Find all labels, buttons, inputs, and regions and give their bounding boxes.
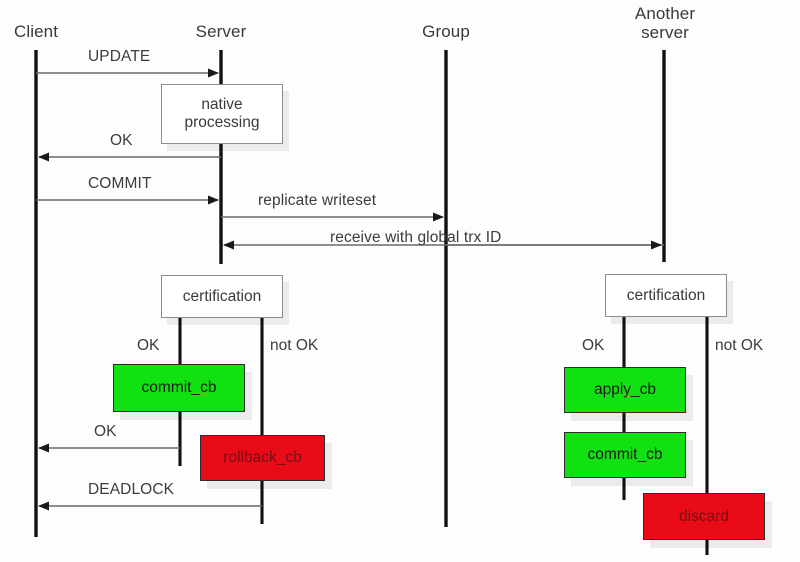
branch-label-server-notok-branch: not OK: [270, 337, 319, 354]
callback-box-commit-cb-another: commit_cb: [564, 432, 686, 478]
callback-box-apply-cb-another: apply_cb: [564, 367, 686, 413]
actor-label-server: Server: [195, 22, 247, 41]
message-label-update: UPDATE: [88, 48, 151, 65]
branch-label-another-ok-branch: OK: [582, 337, 605, 354]
callback-box-rollback-cb-server: rollback_cb: [200, 435, 325, 481]
actor-label-group: Group: [422, 22, 470, 41]
callback-box-discard-another: discard: [643, 493, 765, 540]
actor-label-client: Client: [13, 22, 59, 41]
actor-label-another-server: Another server: [634, 4, 696, 42]
callback-box-commit-cb-server: commit_cb: [113, 364, 245, 412]
message-label-deadlock: DEADLOCK: [88, 481, 175, 498]
message-label-ok-commit: OK: [94, 423, 117, 440]
branch-label-server-ok-branch: OK: [137, 337, 160, 354]
message-arrows-group: [36, 68, 664, 511]
message-label-commit: COMMIT: [88, 175, 152, 192]
process-box-certification-server: certification: [161, 275, 283, 318]
branch-label-another-notok-branch: not OK: [715, 337, 764, 354]
message-label-ok-native: OK: [110, 132, 133, 149]
process-box-native-processing: native processing: [161, 84, 283, 144]
message-label-replicate-writeset: replicate writeset: [258, 192, 377, 209]
process-box-certification-another: certification: [605, 274, 727, 317]
message-label-receive-global-trx: receive with global trx ID: [330, 229, 502, 246]
